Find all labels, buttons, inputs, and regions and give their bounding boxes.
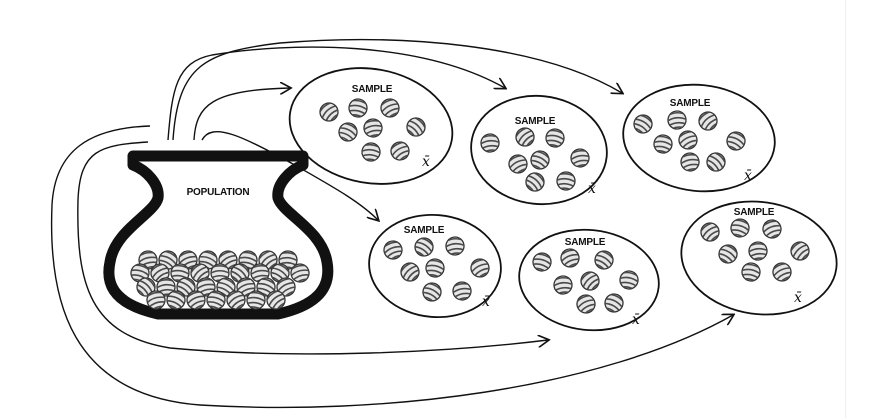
sample-4-outline	[368, 213, 502, 319]
sample-4: SAMPLE x̄	[368, 213, 502, 319]
population-marbles	[128, 247, 313, 314]
sample-6-label: SAMPLE	[734, 207, 775, 218]
sample-marble	[568, 147, 592, 170]
sample-marble	[769, 259, 796, 285]
sample-marble	[512, 124, 540, 152]
arrow-to-sample-1	[193, 88, 290, 141]
sample-4-mean: x̄	[482, 294, 490, 310]
sample-marble	[557, 246, 583, 271]
sample-marble	[530, 251, 554, 274]
sample-3-marbles	[629, 108, 748, 177]
sample-marble	[555, 171, 576, 191]
sample-marble	[702, 149, 730, 176]
sample-6-marbles	[697, 217, 815, 286]
sample-marble	[544, 128, 566, 150]
arrow-to-sample-2	[167, 46, 505, 141]
sample-marble	[747, 241, 769, 263]
sample-6-outline	[680, 200, 838, 316]
sample-marble	[728, 217, 752, 240]
sample-marble	[424, 258, 446, 280]
pot-outline	[103, 150, 334, 320]
arrow-to-sample-3	[172, 38, 622, 141]
sample-marble	[787, 238, 815, 266]
sample-marble	[590, 247, 617, 273]
sample-marble	[740, 262, 762, 284]
sample-marble	[527, 148, 553, 173]
sample-marble	[377, 95, 404, 121]
sample-marble	[419, 280, 445, 305]
sample-marble	[479, 133, 501, 155]
sample-marble	[697, 219, 725, 246]
arrow-to-sample-5	[77, 141, 548, 355]
sample-marble	[723, 129, 749, 154]
sample-marble	[410, 234, 437, 260]
sample-marble	[467, 255, 494, 281]
population-pot: POPULATION	[103, 150, 334, 320]
sample-6: SAMPLE x̄	[680, 200, 838, 316]
sample-3-mean: x̄	[744, 168, 752, 184]
arrow-to-sample-6	[50, 125, 733, 409]
sample-marble	[387, 138, 414, 165]
sample-3-outline	[622, 83, 776, 193]
population-label: POPULATION	[187, 187, 250, 198]
sample-marble	[361, 117, 385, 140]
sample-5-label: SAMPLE	[565, 237, 606, 248]
sample-marble	[759, 217, 785, 242]
sample-marble	[573, 291, 600, 317]
sample-2-mean: x̄	[588, 181, 596, 197]
sample-5-mean: x̄	[632, 312, 640, 328]
sample-marble	[577, 268, 605, 296]
sample-1-marbles	[316, 95, 430, 165]
flow-arrows	[50, 38, 733, 409]
sample-2-marbles	[479, 124, 592, 197]
sample-marble	[714, 241, 741, 267]
sample-1-mean: x̄	[422, 154, 430, 170]
sample-2: SAMPLE x̄	[470, 94, 608, 206]
sample-1-label: SAMPLE	[352, 84, 393, 95]
sample-marble	[652, 134, 674, 156]
sample-6-mean: x̄	[794, 290, 802, 306]
page-edge-line	[845, 0, 846, 418]
sample-4-label: SAMPLE	[404, 225, 445, 236]
sample-marble	[316, 99, 344, 127]
sample-marble	[335, 120, 361, 145]
sample-marble	[521, 169, 549, 196]
sample-marble	[618, 270, 640, 292]
sample-marble	[450, 280, 474, 303]
sample-marble	[678, 151, 702, 174]
sample-marble	[397, 259, 425, 287]
sample-marble	[675, 127, 702, 153]
sample-5-outline	[518, 228, 660, 332]
sample-marble	[666, 110, 688, 132]
sample-marble	[380, 238, 406, 263]
sample-marble	[444, 236, 466, 258]
sample-marble	[347, 98, 369, 120]
sample-marble	[552, 275, 574, 297]
sample-2-outline	[470, 94, 608, 206]
sample-3: SAMPLE x̄	[622, 83, 776, 193]
sample-4-marbles	[380, 234, 493, 305]
sample-marble	[360, 142, 381, 162]
sample-5-marbles	[530, 246, 640, 318]
sample-5: SAMPLE x̄	[518, 228, 660, 332]
sample-marble	[505, 151, 532, 177]
sample-1: SAMPLE x̄	[288, 67, 454, 185]
sample-1-outline	[288, 67, 454, 185]
sample-marble	[601, 291, 627, 316]
sample-marble	[695, 108, 723, 136]
sample-3-label: SAMPLE	[670, 98, 711, 109]
sample-marble	[629, 111, 656, 137]
sample-marble	[402, 114, 430, 141]
sample-2-label: SAMPLE	[515, 116, 556, 127]
